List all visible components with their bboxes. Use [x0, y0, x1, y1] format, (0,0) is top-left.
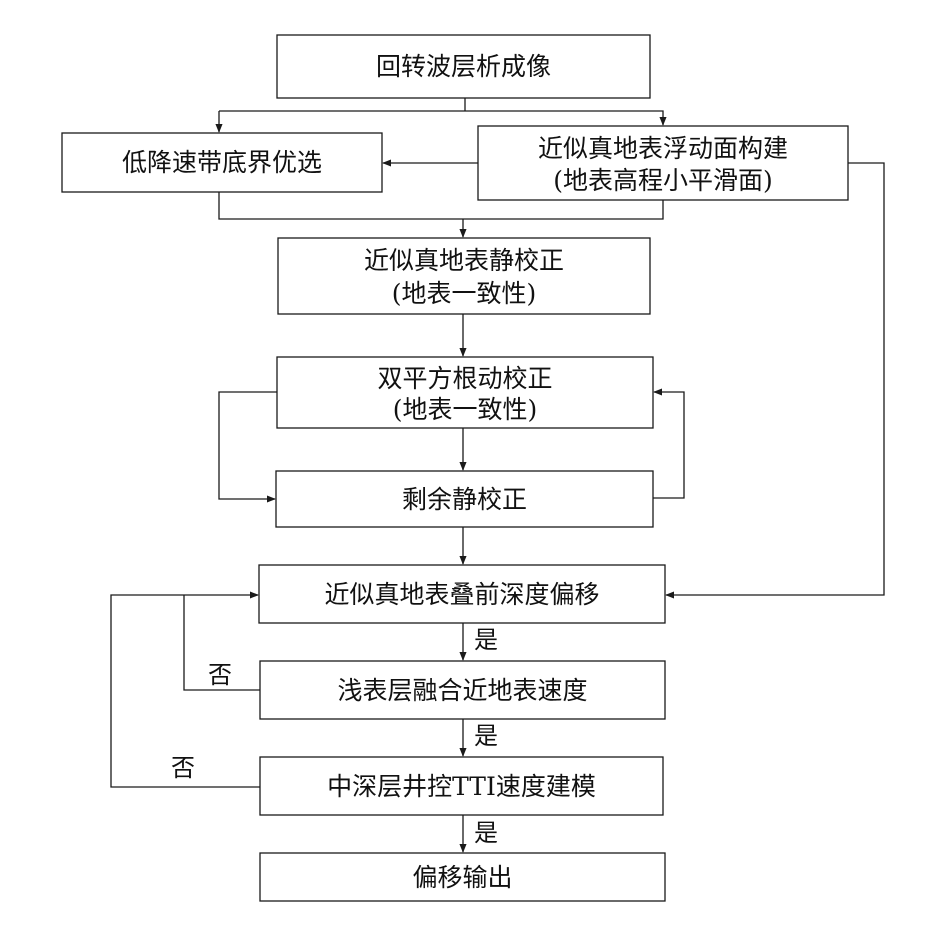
box-floating-datum-line2: (地表高程小平滑面): [553, 166, 773, 195]
label-yes-3: 是: [474, 819, 498, 847]
box-static-correction-line2: (地表一致性): [392, 279, 537, 308]
box-tti-velocity: 中深层井控TTI速度建模: [259, 756, 664, 816]
box-residual-statics-text: 剩余静校正: [402, 485, 527, 514]
box-static-correction-line1: 近似真地表静校正: [364, 246, 564, 275]
box-floating-datum-line1: 近似真地表浮动面构建: [538, 134, 788, 163]
box-static-correction: 近似真地表静校正 (地表一致性): [277, 237, 651, 315]
label-no-1: 否: [208, 661, 232, 689]
box-low-velocity-base: 低降速带底界优选: [61, 132, 383, 193]
box-near-surface-velocity-text: 浅表层融合近地表速度: [337, 676, 587, 705]
connector-b1-b3: [465, 110, 667, 126]
box-residual-statics: 剩余静校正: [275, 470, 654, 528]
connector-loop-left: [218, 391, 277, 503]
connector-b2-merge: [218, 192, 664, 220]
box-psdm-text: 近似真地表叠前深度偏移: [324, 580, 599, 609]
box-dsr-nmo-line1: 双平方根动校正: [377, 364, 552, 393]
connector-loop-right: [653, 388, 685, 499]
box-low-velocity-base-text: 低降速带底界优选: [122, 148, 322, 177]
label-yes-2: 是: [474, 722, 498, 750]
box-near-surface-velocity: 浅表层融合近地表速度: [259, 660, 666, 720]
connector-b1-b2: [219, 110, 465, 132]
box-dsr-nmo-line2: (地表一致性): [393, 395, 538, 424]
box-migration-output: 偏移输出: [259, 852, 666, 902]
connector-feedback-b9: [110, 591, 260, 788]
box-tti-velocity-text: 中深层井控TTI速度建模: [327, 772, 596, 801]
label-no-2: 否: [171, 754, 195, 782]
box-floating-datum: 近似真地表浮动面构建 (地表高程小平滑面): [477, 125, 849, 201]
box-migration-output-text: 偏移输出: [412, 863, 512, 892]
box-tomography: 回转波层析成像: [276, 34, 651, 99]
box-psdm: 近似真地表叠前深度偏移: [258, 564, 666, 624]
label-yes-1: 是: [474, 626, 498, 654]
connector-feedback-b8: [183, 595, 260, 691]
box-tomography-text: 回转波层析成像: [376, 52, 551, 81]
connector-b3-b7: [665, 162, 885, 599]
box-dsr-nmo: 双平方根动校正 (地表一致性): [276, 356, 654, 429]
